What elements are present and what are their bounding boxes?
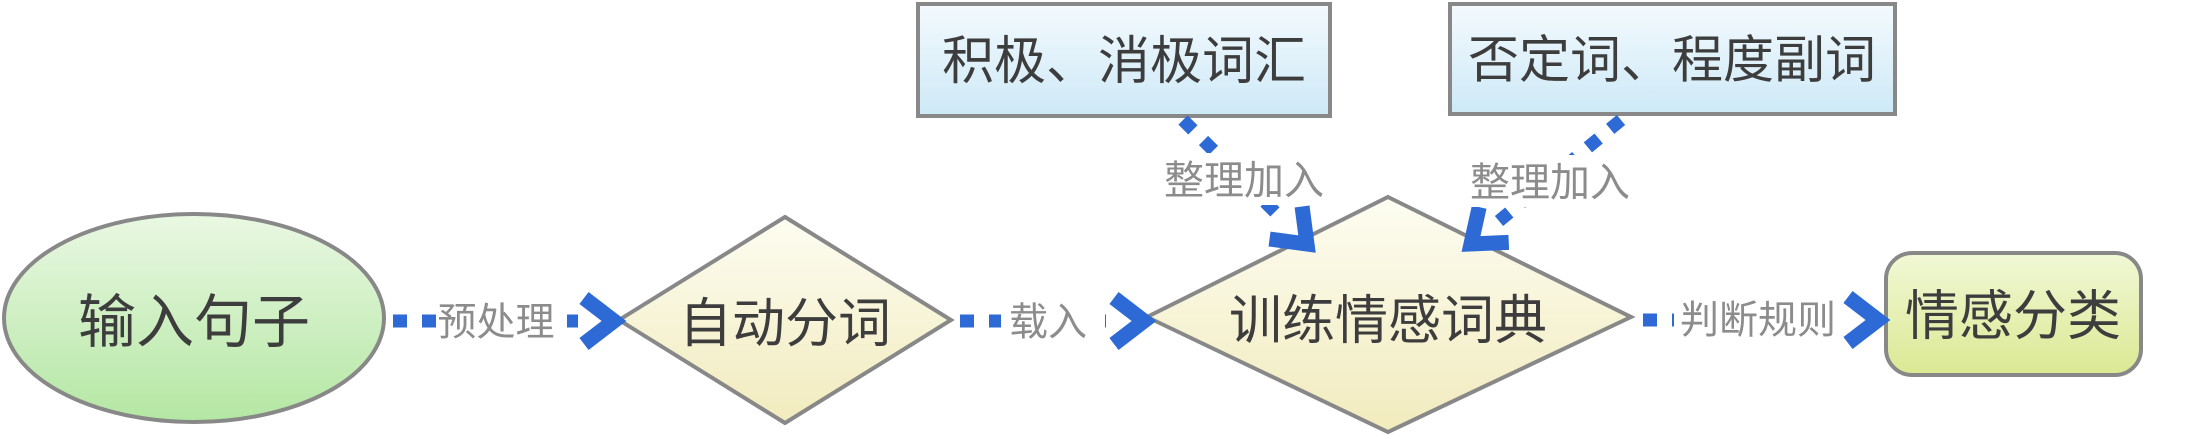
node-sentiment-classification-label: 情感分类 [1905,285,2121,348]
edge-add-positive-label-backdrop [1156,153,1332,205]
node-input-label: 输入句子 [78,288,310,356]
node-train-dictionary-shape [1142,194,1636,435]
node-positive-negative-words-label: 积极、消极词汇 [942,32,1306,92]
node-positive-negative-words-shape [916,2,1332,118]
node-input-shape [2,212,386,424]
node-segmentation-label: 自动分词 [679,294,891,355]
edge-add-negation-label-backdrop [1461,155,1639,207]
edge-add-negation-label: 整理加入 [1470,160,1630,206]
edge-load-label: 载入 [1009,301,1087,346]
edge-judge-rules-label-backdrop [1674,295,1842,345]
edge-add-positive-label: 整理加入 [1164,158,1324,204]
edge-preprocess-arrowhead-icon [579,292,627,350]
node-sentiment-classification-shape [1884,251,2143,377]
edge-add-negation-arrowhead-icon [1461,205,1510,252]
edge-load-label-backdrop [1001,297,1095,345]
edge-preprocess-label-backdrop [436,297,556,345]
node-negation-degree-adverbs-shape [1448,2,1897,116]
edge-load-arrowhead-icon [1109,292,1157,350]
edge-preprocess-label: 预处理 [437,301,554,346]
edge-judge-rules-label: 判断规则 [1680,299,1836,344]
edge-judge-rules-arrowhead-icon [1843,291,1891,349]
edge-add-positive-arrowhead-icon [1268,205,1316,253]
node-segmentation-shape [615,214,955,426]
node-train-dictionary-label: 训练情感词典 [1229,291,1547,352]
node-negation-degree-adverbs-label: 否定词、程度副词 [1468,32,1876,91]
